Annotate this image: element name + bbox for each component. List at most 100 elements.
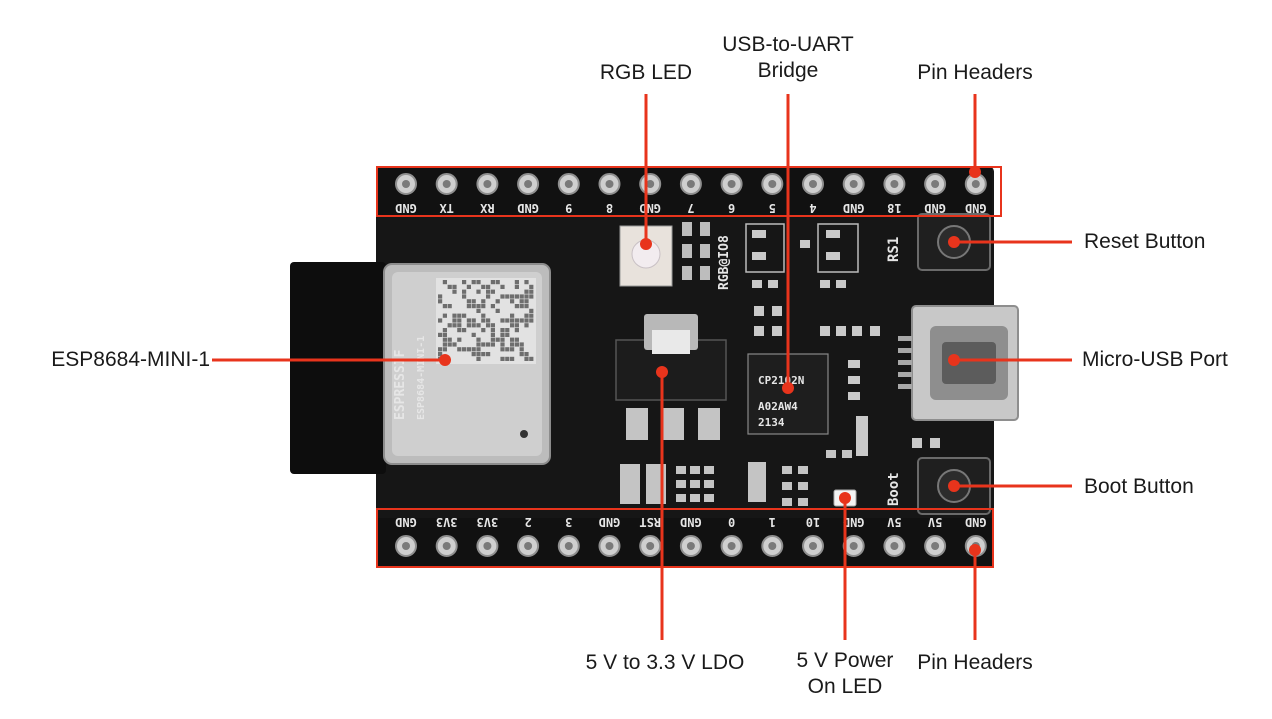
qr-cell	[447, 323, 452, 328]
qr-cell	[490, 337, 495, 342]
bottom-pin-hole-10	[809, 542, 817, 550]
bottom-pin-label-14: GND	[965, 515, 987, 529]
qr-cell	[481, 284, 486, 289]
qr-cell	[505, 294, 510, 299]
smd-block-top	[745, 223, 859, 273]
bottom-pin-hole-5	[605, 542, 614, 550]
qr-cell	[457, 323, 462, 328]
qr-cell	[476, 289, 481, 294]
qr-cell	[505, 347, 510, 352]
top-pin-label-5: 8	[606, 201, 613, 215]
qr-cell	[500, 332, 505, 337]
top-pin-label-3: GND	[517, 201, 539, 215]
qr-cell	[442, 347, 447, 352]
qr-cell	[505, 328, 510, 333]
top-pin-hole-14	[971, 180, 980, 188]
qr-cell	[529, 308, 534, 313]
qr-cell	[519, 342, 524, 347]
qr-cell	[519, 299, 524, 304]
qr-cell	[524, 304, 529, 309]
bottom-pin-hole-1	[442, 542, 451, 550]
qr-cell	[462, 328, 467, 333]
label-rgb-led: RGB LED	[599, 61, 693, 84]
qr-cell	[519, 304, 524, 309]
qr-cell	[447, 337, 452, 342]
qr-cell	[519, 352, 524, 357]
qr-cell	[481, 342, 486, 347]
qr-cell	[442, 328, 447, 333]
qr-cell	[457, 313, 462, 318]
qr-cell	[495, 308, 500, 313]
qr-cell	[438, 318, 443, 323]
bottom-pin-hole-2	[483, 542, 492, 550]
top-pin-hole-11	[849, 180, 858, 188]
qr-cell	[481, 352, 486, 357]
qr-cell	[490, 289, 495, 294]
qr-cell	[438, 352, 443, 357]
bottom-pin-hole-12	[890, 542, 899, 550]
highlight-top-header	[376, 166, 1002, 217]
top-pin-hole-5	[605, 180, 614, 188]
bottom-pin-label-7: GND	[680, 515, 702, 529]
top-pin-label-10: 4	[809, 201, 816, 215]
qr-cell	[529, 289, 534, 294]
bottom-pin-hole-0	[402, 542, 410, 550]
qr-cell	[514, 280, 519, 285]
module-brand-text: ESPRESSIF	[393, 349, 408, 420]
label-pin-headers-top: Pin Headers	[917, 61, 1033, 84]
micro-usb-tongue	[942, 342, 996, 384]
qr-cell	[524, 313, 529, 318]
label-power-led: 5 V Power On LED	[778, 648, 912, 700]
module-name-text: ESP8684-MINI-1	[416, 336, 427, 420]
bottom-pin-label-13: 5V	[928, 515, 942, 529]
qr-cell	[524, 294, 529, 299]
qr-cell	[510, 347, 515, 352]
label-ldo: 5 V to 3.3 V LDO	[585, 651, 745, 674]
antenna-tab	[290, 262, 386, 474]
qr-cell	[510, 337, 515, 342]
qr-cell	[442, 332, 447, 337]
top-pin-hole-13	[931, 180, 940, 188]
qr-cell	[490, 328, 495, 333]
qr-cell	[529, 284, 534, 289]
qr-cell	[490, 304, 495, 309]
top-pin-label-13: GND	[924, 201, 946, 215]
bottom-pin-hole-11	[849, 542, 858, 550]
qr-cell	[462, 289, 467, 294]
callout-lines	[212, 94, 1072, 640]
top-pin-hole-12	[890, 180, 899, 188]
qr-cell	[510, 323, 515, 328]
top-pin-hole-0	[402, 180, 410, 188]
dot-pins-top	[969, 166, 981, 178]
bottom-pin-label-9: 1	[769, 515, 776, 529]
qr-cell	[476, 304, 481, 309]
qr-cell	[514, 284, 519, 289]
dot-power-led	[839, 492, 851, 504]
qr-cell	[510, 294, 515, 299]
bottom-pin-label-2: 3V3	[477, 515, 499, 529]
qr-cell	[524, 323, 529, 328]
silk-boot: Boot	[886, 472, 902, 506]
dot-reset	[948, 236, 960, 248]
qr-cell	[462, 347, 467, 352]
qr-cell	[457, 328, 462, 333]
qr-cell	[476, 352, 481, 357]
bottom-pin-label-12: 5V	[887, 515, 901, 529]
qr-cell	[500, 337, 505, 342]
silk-rs1: RS1	[886, 237, 902, 262]
qr-cell	[510, 318, 515, 323]
qr-cell	[471, 299, 476, 304]
qr-cell	[495, 280, 500, 285]
qr-cell	[500, 318, 505, 323]
qr-cell	[452, 342, 457, 347]
dot-module	[439, 354, 451, 366]
top-pin-label-8: 6	[728, 201, 735, 215]
top-pin-label-0: GND	[395, 201, 417, 215]
qr-cell	[500, 284, 505, 289]
top-pin-hole-6	[646, 180, 655, 188]
smd-pads-top	[752, 230, 846, 288]
bottom-pin-hole-4	[564, 542, 573, 550]
smd-pads-boot	[912, 438, 940, 448]
dot-pins-bottom	[969, 544, 981, 556]
